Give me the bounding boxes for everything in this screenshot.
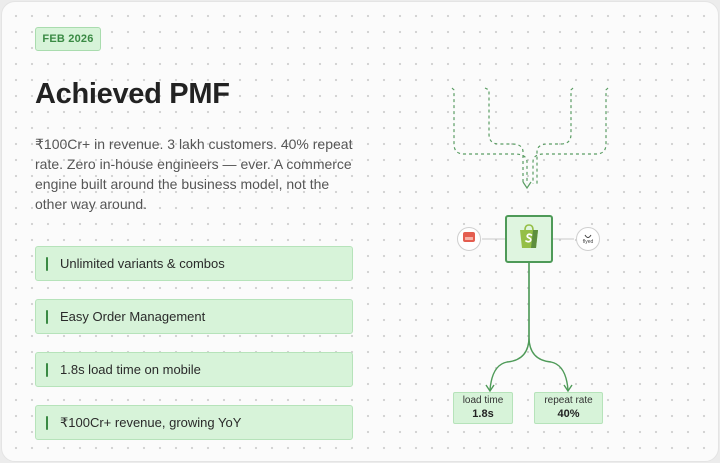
- feature-item-load-time: 1.8s load time on mobile: [35, 352, 353, 387]
- page-title: Achieved PMF: [35, 78, 230, 110]
- feature-item-order-management: Easy Order Management: [35, 299, 353, 334]
- stat-value: 1.8s: [472, 408, 494, 420]
- stat-label: repeat rate: [544, 395, 593, 406]
- feature-label: Unlimited variants & combos: [60, 256, 225, 271]
- feature-accent-bar: [46, 362, 48, 377]
- feature-accent-bar: [46, 256, 48, 271]
- outgoing-connector-lines: [485, 263, 573, 393]
- date-badge: FEB 2026: [35, 27, 101, 51]
- stat-load-time: load time 1.8s: [453, 392, 513, 424]
- flyed-logo-icon: flyed: [582, 234, 594, 245]
- incoming-connector-lines: [451, 87, 609, 184]
- stat-value: 40%: [557, 408, 580, 420]
- store-node: [457, 227, 481, 251]
- shopify-bag-icon: [518, 224, 540, 254]
- feature-item-revenue: ₹100Cr+ revenue, growing YoY: [35, 405, 353, 440]
- feature-accent-bar: [46, 415, 48, 430]
- feature-label: ₹100Cr+ revenue, growing YoY: [60, 414, 242, 430]
- feature-label: Easy Order Management: [60, 309, 206, 324]
- feature-accent-bar: [46, 309, 48, 324]
- feature-item-variants: Unlimited variants & combos: [35, 246, 353, 281]
- stat-repeat-rate: repeat rate 40%: [534, 392, 603, 424]
- stat-label: load time: [462, 395, 504, 406]
- flyed-label: flyed: [582, 238, 594, 245]
- shopify-hub-node: [505, 215, 553, 263]
- flyed-node: flyed: [576, 227, 600, 251]
- incoming-arrow-head: [522, 181, 532, 190]
- description: ₹100Cr+ in revenue. 3 lakh customers. 40…: [35, 136, 353, 212]
- feature-label: 1.8s load time on mobile: [60, 362, 201, 377]
- store-icon: [462, 230, 476, 248]
